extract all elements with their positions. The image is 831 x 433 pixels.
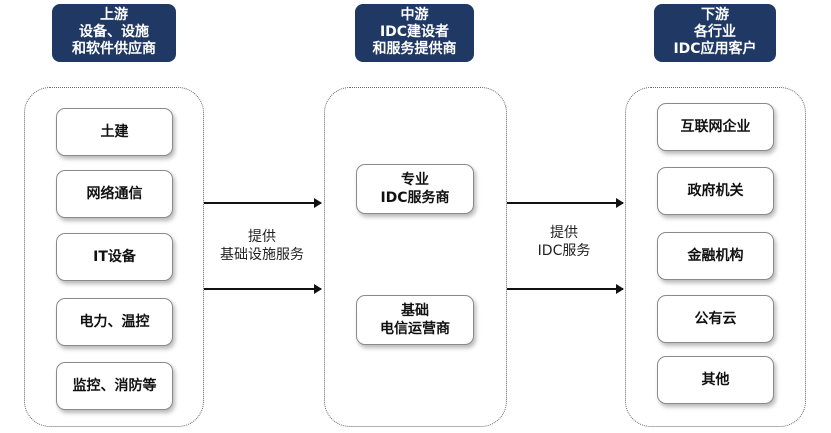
downstream-item-label: 互联网企业	[680, 119, 751, 135]
downstream-item-label: 公有云	[694, 311, 737, 327]
upstream-header-line-3: 和软件供应商	[72, 41, 156, 57]
upstream-item-monitoring-fire: 监控、消防等	[56, 362, 173, 410]
midstream-item-idc-provider: 专业 IDC服务商	[356, 164, 474, 214]
downstream-header: 下游 各行业 IDC应用客户	[654, 4, 776, 62]
arrow-midstream-to-downstream-bottom	[507, 284, 624, 294]
midstream-panel	[324, 87, 507, 427]
upstream-item-civil: 土建	[56, 108, 173, 156]
arrow-upstream-to-midstream-top	[204, 198, 322, 208]
downstream-item-label: 金融机构	[687, 248, 744, 264]
midstream-item-line-2: 电信运营商	[380, 321, 450, 337]
upstream-item-label: 土建	[100, 124, 129, 140]
downstream-item-finance: 金融机构	[657, 232, 774, 280]
upstream-header: 上游 设备、设施 和软件供应商	[52, 4, 176, 62]
downstream-item-label: 其他	[701, 372, 730, 388]
arrow-upstream-to-midstream-bottom	[204, 284, 322, 294]
midstream-item-telecom-operator: 基础 电信运营商	[356, 295, 474, 345]
downstream-item-government: 政府机关	[657, 167, 774, 215]
midstream-item-line-2: IDC服务商	[380, 190, 450, 206]
upstream-header-line-1: 上游	[100, 7, 128, 23]
connector-label-right-line-2: IDC服务	[537, 243, 591, 259]
upstream-item-label: 网络通信	[86, 186, 143, 202]
upstream-header-line-2: 设备、设施	[79, 24, 149, 40]
upstream-item-it-equipment: IT设备	[56, 233, 173, 281]
connector-label-right-line-1: 提供	[550, 225, 578, 241]
connector-label-left-line-1: 提供	[248, 229, 276, 245]
midstream-header-line-1: 中游	[400, 7, 429, 23]
upstream-item-power-cooling: 电力、温控	[56, 298, 173, 346]
upstream-item-label: 电力、温控	[79, 314, 150, 330]
downstream-header-line-1: 下游	[701, 7, 729, 23]
downstream-item-label: 政府机关	[687, 183, 744, 199]
midstream-header-line-2: IDC建设者	[379, 24, 450, 40]
midstream-header: 中游 IDC建设者 和服务提供商	[355, 4, 474, 62]
downstream-header-line-2: 各行业	[694, 24, 736, 40]
downstream-item-internet: 互联网企业	[657, 103, 774, 151]
arrow-midstream-to-downstream-top	[507, 198, 624, 208]
upstream-item-network: 网络通信	[56, 170, 173, 218]
downstream-header-line-3: IDC应用客户	[673, 41, 757, 57]
midstream-header-line-3: 和服务提供商	[372, 41, 457, 57]
connector-label-left-line-2: 基础设施服务	[220, 247, 304, 263]
downstream-item-other: 其他	[657, 356, 774, 404]
midstream-item-line-1: 专业	[401, 172, 429, 188]
connector-label-right: 提供 IDC服务	[522, 224, 606, 260]
upstream-item-label: 监控、消防等	[72, 378, 157, 394]
downstream-item-public-cloud: 公有云	[657, 295, 774, 343]
upstream-item-label: IT设备	[93, 249, 136, 265]
midstream-item-line-1: 基础	[401, 303, 429, 319]
connector-label-left: 提供 基础设施服务	[212, 228, 312, 264]
